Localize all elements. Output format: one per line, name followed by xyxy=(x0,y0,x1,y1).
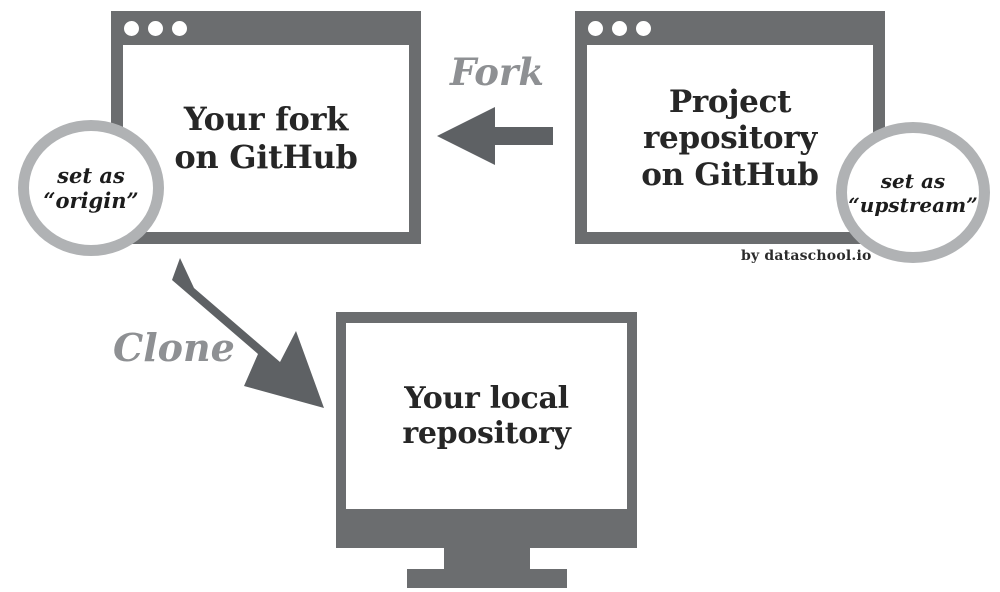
your-fork-label: Your fork on GitHub xyxy=(174,100,358,176)
close-dot-icon xyxy=(588,20,603,36)
edge-label-fork: Fork xyxy=(450,50,545,94)
badge-origin-line-1: set as xyxy=(57,162,125,188)
minimize-dot-icon xyxy=(148,20,163,36)
badge-set-as-upstream: set as “upstream” xyxy=(836,122,990,263)
edge-label-clone: Clone xyxy=(113,325,235,370)
badge-upstream-text: set as “upstream” xyxy=(848,169,977,217)
your-fork-line-2: on GitHub xyxy=(174,137,358,176)
project-repository-label: Project repository on GitHub xyxy=(641,84,819,193)
badge-origin-text: set as “origin” xyxy=(43,163,138,213)
browser-window-your-fork: Your fork on GitHub xyxy=(111,11,421,244)
browser-screen-project-repository: Project repository on GitHub xyxy=(587,45,873,232)
your-local-repository-line-1: Your local xyxy=(404,380,569,416)
badge-origin-line-2: “origin” xyxy=(43,188,139,213)
badge-set-as-origin: set as “origin” xyxy=(18,120,164,256)
monitor-stand-base xyxy=(407,569,567,588)
badge-upstream-line-2: “upstream” xyxy=(848,192,978,217)
minimize-dot-icon xyxy=(612,20,627,36)
your-local-repository-label: Your local repository xyxy=(402,380,571,451)
fork-arrow-icon xyxy=(437,107,553,165)
project-repository-line-2: repository xyxy=(643,120,817,157)
your-local-repository-line-2: repository xyxy=(402,416,571,451)
browser-titlebar xyxy=(575,11,885,45)
project-repository-line-3: on GitHub xyxy=(641,156,819,193)
clone-arrow-icon xyxy=(172,258,324,408)
monitor-stand-neck xyxy=(444,548,530,569)
browser-window-project-repository: Project repository on GitHub xyxy=(575,11,885,244)
browser-titlebar xyxy=(111,11,421,45)
your-fork-line-1: Your fork xyxy=(183,100,349,139)
monitor-screen: Your local repository xyxy=(346,323,627,509)
monitor-your-local-repository: Your local repository xyxy=(336,312,637,588)
attribution-credit: by dataschool.io xyxy=(741,248,872,264)
close-dot-icon xyxy=(124,20,139,36)
project-repository-line-1: Project xyxy=(668,84,792,121)
badge-upstream-line-1: set as xyxy=(880,168,946,193)
browser-screen-your-fork: Your fork on GitHub xyxy=(123,45,409,232)
maximize-dot-icon xyxy=(172,20,187,36)
maximize-dot-icon xyxy=(636,20,651,36)
monitor-bezel: Your local repository xyxy=(336,312,637,548)
